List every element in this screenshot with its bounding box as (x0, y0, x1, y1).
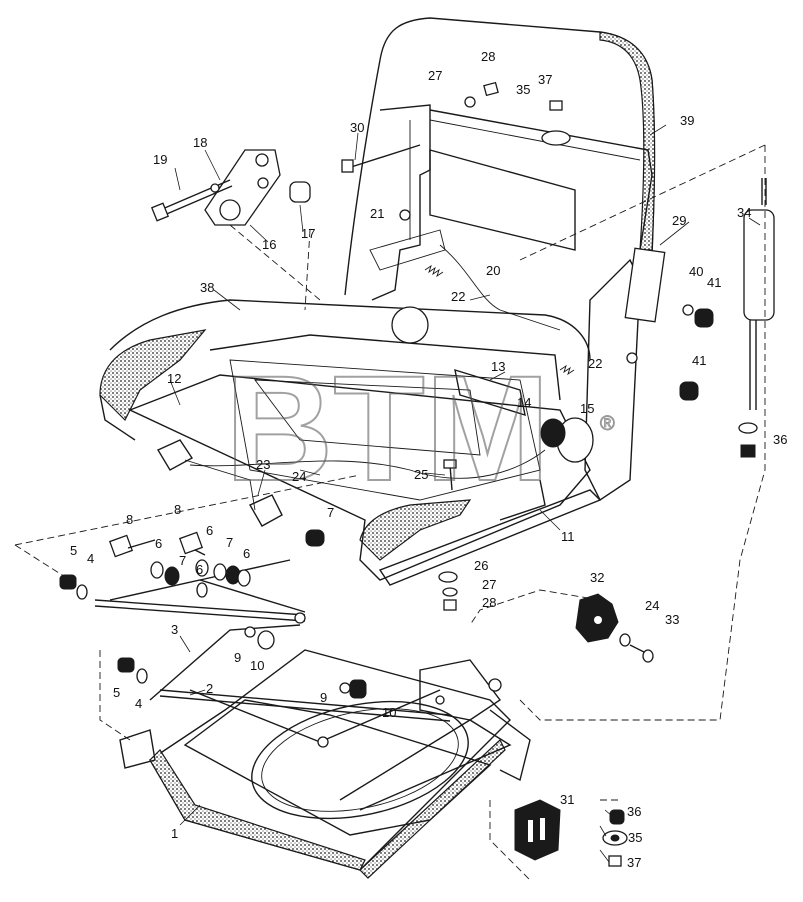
callout-41: 41 (707, 275, 721, 290)
base-plate (119, 649, 531, 879)
callout-7: 7 (226, 535, 233, 550)
callout-2: 2 (206, 681, 213, 696)
callout-21: 21 (370, 206, 384, 221)
callout-11: 11 (561, 529, 575, 544)
callout-18: 18 (193, 135, 207, 150)
callout-34: 34 (737, 205, 751, 220)
callout-31: 31 (560, 792, 574, 807)
callout-6: 6 (196, 562, 203, 577)
callout-38: 38 (200, 280, 214, 295)
callout-22: 22 (451, 289, 465, 304)
callout-35: 35 (628, 830, 642, 845)
callout-33: 33 (665, 612, 679, 627)
callout-12: 12 (167, 371, 181, 386)
callout-6: 6 (243, 546, 250, 561)
callout-5: 5 (70, 543, 77, 558)
seat-pan-frame (128, 334, 602, 586)
assembly-lines (14, 144, 766, 881)
callout-27: 27 (482, 577, 496, 592)
callout-23: 23 (256, 457, 270, 472)
mechanism-parts (59, 81, 775, 867)
callout-15: 15 (580, 401, 594, 416)
callout-20: 20 (486, 263, 500, 278)
callout-22: 22 (588, 356, 602, 371)
callout-1: 1 (171, 826, 178, 841)
callout-37: 37 (627, 855, 641, 870)
callout-10: 10 (250, 658, 264, 673)
callout-35: 35 (516, 82, 530, 97)
callout-39: 39 (680, 113, 694, 128)
callout-30: 30 (350, 120, 364, 135)
callout-9: 9 (320, 690, 327, 705)
watermark: BTM ® (224, 343, 616, 513)
callout-27: 27 (428, 68, 442, 83)
callout-36: 36 (627, 804, 641, 819)
callout-8: 8 (174, 502, 181, 517)
seat-back-cushion (344, 17, 656, 301)
callout-4: 4 (87, 551, 94, 566)
callout-13: 13 (491, 359, 505, 374)
callout-37: 37 (538, 72, 552, 87)
callout-24: 24 (645, 598, 659, 613)
callout-19: 19 (153, 152, 167, 167)
callout-17: 17 (301, 226, 315, 241)
callout-3: 3 (171, 622, 178, 637)
callout-25: 25 (414, 467, 428, 482)
callout-40: 40 (689, 264, 703, 279)
callout-leaders (169, 124, 761, 863)
back-frame (369, 104, 666, 502)
callout-41: 41 (692, 353, 706, 368)
callout-7: 7 (179, 553, 186, 568)
adjuster-cables (156, 244, 561, 527)
watermark-registered-mark: ® (600, 413, 615, 435)
callout-10: 10 (382, 705, 396, 720)
watermark-text: BTM (225, 344, 550, 512)
callout-26: 26 (474, 558, 488, 573)
callout-9: 9 (234, 650, 241, 665)
callout-16: 16 (262, 237, 276, 252)
callout-14: 14 (517, 395, 531, 410)
callout-8: 8 (126, 512, 133, 527)
callout-24: 24 (292, 469, 306, 484)
callout-29: 29 (672, 213, 686, 228)
callout-32: 32 (590, 570, 604, 585)
callout-labels: 1 2 3 4 4 5 5 6 6 6 6 7 7 7 8 8 9 9 10 1… (70, 49, 787, 870)
callout-36: 36 (773, 432, 787, 447)
callout-28: 28 (481, 49, 495, 64)
callout-4: 4 (135, 696, 142, 711)
callout-6: 6 (206, 523, 213, 538)
callout-5: 5 (113, 685, 120, 700)
callout-28: 28 (482, 595, 496, 610)
callout-7: 7 (327, 505, 334, 520)
seat-cushion (99, 299, 591, 561)
callout-6: 6 (155, 536, 162, 551)
